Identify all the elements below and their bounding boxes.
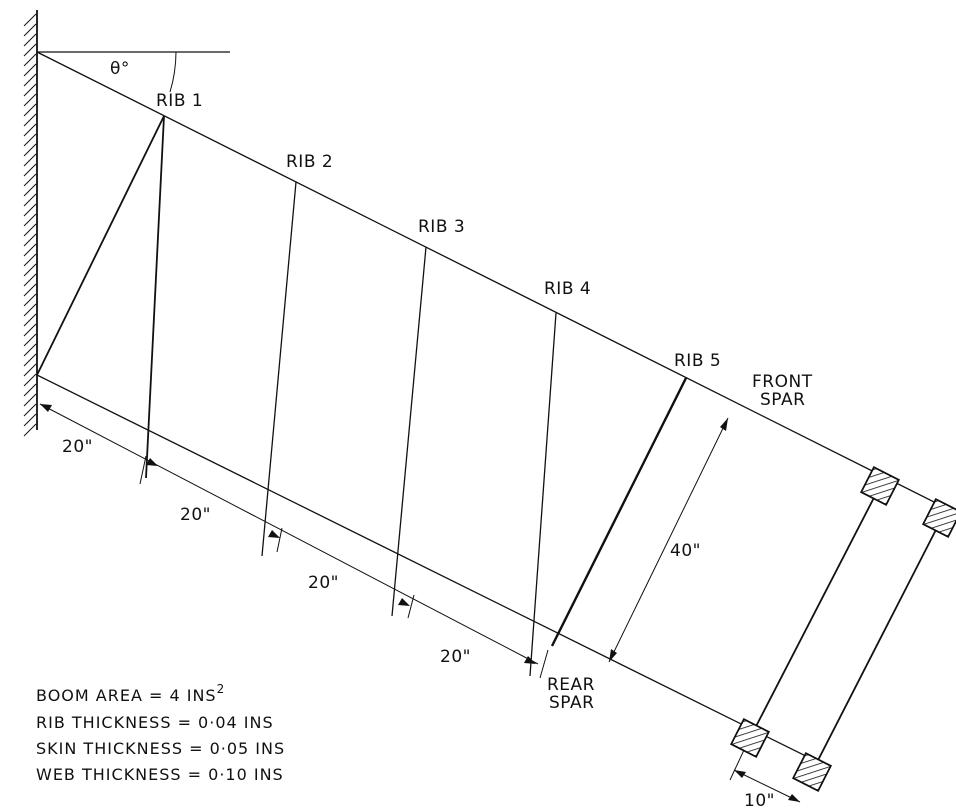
wall-hatch-stroke <box>23 373 37 387</box>
rib-1-label: RIB 1 <box>156 91 203 111</box>
wall-hatch-stroke <box>23 23 37 37</box>
wall-hatch-stroke <box>23 353 37 367</box>
front-spar-line <box>36 51 951 511</box>
wall-hatch-stroke <box>23 363 37 377</box>
properties-notes: BOOM AREA = 4 INS2 RIB THICKNESS = 0·04 … <box>36 682 285 784</box>
wall-hatch-stroke <box>23 183 37 197</box>
wall-hatch-stroke <box>23 333 37 347</box>
wall-hatch-stroke <box>23 63 37 77</box>
wall-hatch-stroke <box>23 93 37 107</box>
tip-line-outer <box>811 517 943 773</box>
wall-hatch-stroke <box>23 393 37 407</box>
wall-hatch-stroke <box>23 233 37 247</box>
wall-hatch-stroke <box>23 203 37 217</box>
rear-spar-label-1: REAR <box>547 675 595 695</box>
angle-arc <box>169 51 177 93</box>
root-rib-line <box>36 115 165 376</box>
wall-hatch-stroke <box>23 163 37 177</box>
wall-hatch-stroke <box>23 103 37 117</box>
angle-label: θ° <box>110 59 130 79</box>
tip-line-inner <box>749 485 881 739</box>
rib-2-line <box>261 181 297 557</box>
rib-4-label: RIB 4 <box>544 279 591 299</box>
spar-depth-label: 40" <box>670 541 701 561</box>
rib-2-label: RIB 2 <box>286 152 333 172</box>
front-spar-label-1: FRONT <box>752 372 813 392</box>
wall-hatch-stroke <box>23 73 37 87</box>
rib-5-label: RIB 5 <box>674 351 721 371</box>
rear-spar-label-2: SPAR <box>549 693 594 713</box>
rib-1-line <box>145 115 165 479</box>
wall-hatch-stroke <box>23 43 37 57</box>
rib-spacing-label-3: 20" <box>308 573 339 593</box>
wall-hatch-stroke <box>23 253 37 267</box>
wall-hatch-stroke <box>23 213 37 227</box>
wall-hatch-stroke <box>23 403 37 417</box>
wall-hatch-stroke <box>23 283 37 297</box>
boom-rear-inner <box>730 718 770 758</box>
wall-hatch-stroke <box>23 33 37 47</box>
boom-area-note: BOOM AREA = 4 INS2 <box>36 682 225 705</box>
wall-hatch-stroke <box>23 133 37 147</box>
rib-spacing-label-1: 20" <box>62 437 93 457</box>
tip-spacing-label: 10" <box>744 791 775 811</box>
wall-hatch-stroke <box>23 263 37 277</box>
wall-hatch-stroke <box>23 83 37 97</box>
wall-hatch-stroke <box>23 383 37 397</box>
wall-hatch-stroke <box>23 193 37 207</box>
front-spar-label-2: SPAR <box>760 390 805 410</box>
wall-hatch-stroke <box>23 223 37 237</box>
wall-hatch-stroke <box>23 423 37 437</box>
tip-spacing-dimension <box>729 749 801 803</box>
skin-thickness-note: SKIN THICKNESS = 0·05 INS <box>36 739 285 758</box>
wall-hatch-stroke <box>23 53 37 67</box>
wall-hatch-stroke <box>23 143 37 157</box>
wall-hatch-stroke <box>23 153 37 167</box>
rib-spacing-dimension <box>39 403 549 679</box>
web-thickness-note: WEB THICKNESS = 0·10 INS <box>36 765 284 784</box>
rib-spacing-label-4: 20" <box>440 647 471 667</box>
boom-front-inner <box>860 466 900 506</box>
fixed-wall <box>23 10 38 437</box>
wall-hatch-stroke <box>23 313 37 327</box>
rib-5-line <box>550 377 688 647</box>
rib-thickness-note: RIB THICKNESS = 0·04 INS <box>36 713 274 732</box>
wall-hatch-stroke <box>23 273 37 287</box>
wall-hatch-stroke <box>23 123 37 137</box>
wall-hatch-stroke <box>23 293 37 307</box>
wall-hatch-stroke <box>23 343 37 357</box>
boom-rear-outer <box>792 752 832 792</box>
wall-hatch-stroke <box>23 173 37 187</box>
rib-3-line <box>391 246 427 617</box>
wall-hatch-stroke <box>23 323 37 337</box>
rib-3-label: RIB 3 <box>418 217 465 237</box>
rear-spar-line <box>36 374 831 769</box>
wall-hatch-stroke <box>23 13 37 27</box>
spar-depth-dimension <box>608 417 729 663</box>
wall-hatch-stroke <box>23 413 37 427</box>
boom-front-outer <box>922 498 956 538</box>
rib-spacing-label-2: 20" <box>180 505 211 525</box>
rib-4-line <box>529 312 557 677</box>
wall-hatch-stroke <box>23 243 37 257</box>
wall-hatch-stroke <box>23 303 37 317</box>
wall-hatch-stroke <box>23 113 37 127</box>
